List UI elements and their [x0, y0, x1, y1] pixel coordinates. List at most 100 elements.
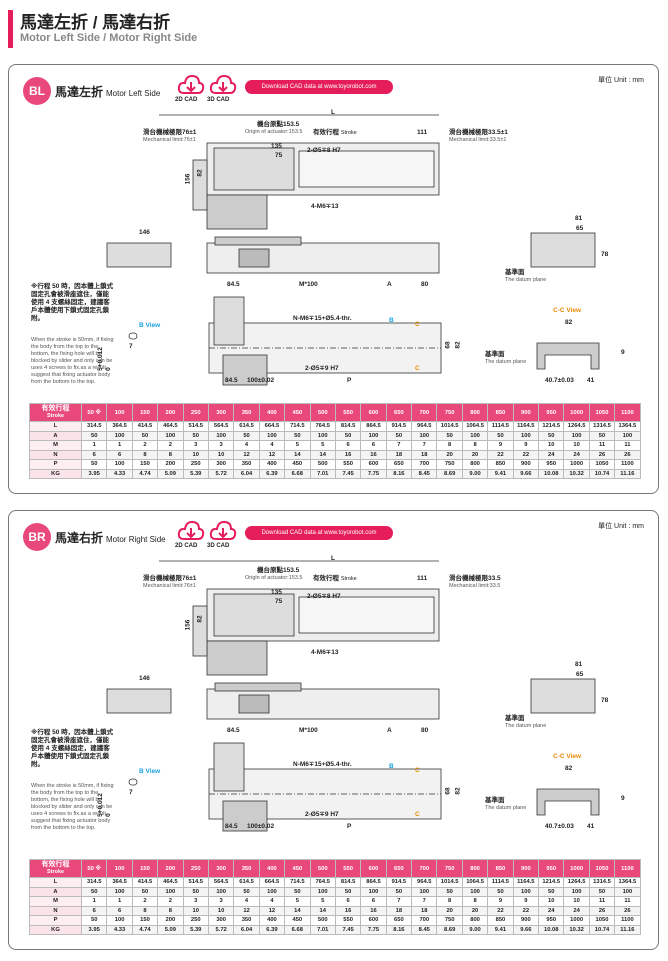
stroke-column-header: 150	[131, 859, 159, 878]
table-cell: 1050	[588, 915, 616, 926]
table-cell: 24	[538, 449, 565, 460]
table-cell: 100	[461, 430, 489, 441]
stroke-column-header: 850	[487, 403, 514, 422]
table-cell: 10.32	[563, 924, 590, 935]
table-cell: 20	[461, 905, 489, 916]
table-cell: 2	[131, 896, 159, 907]
stroke-header-en: Stroke	[46, 869, 65, 875]
section-C-mark-2: C	[415, 365, 420, 372]
table-cell: 20	[461, 449, 489, 460]
row-key: N	[29, 449, 82, 460]
left-limit-label-en: Mechanical limit:76±1	[143, 137, 196, 143]
row-key: A	[29, 430, 82, 441]
dim-80: 80	[421, 727, 429, 734]
tap-hole-label: 4-M6∓13	[311, 649, 339, 656]
left-limit-label-en: Mechanical limit:76±1	[143, 583, 196, 589]
table-cell: 2	[157, 440, 184, 451]
table-cell: 6	[360, 440, 387, 451]
table-cell: 1	[80, 896, 108, 907]
table-cell: 864.5	[360, 877, 387, 888]
right-limit-label-en: Mechanical limit:33.5±1	[449, 137, 507, 143]
table-cell: 9.41	[487, 924, 514, 935]
stroke-column-header: 400	[258, 403, 286, 422]
table-cell: 4	[233, 440, 260, 451]
model-badge: BR	[23, 523, 51, 551]
stroke-column-header: 900	[512, 403, 540, 422]
table-cell: 814.5	[334, 421, 362, 432]
cad-3d-download-icon[interactable]: 3D CAD	[207, 73, 237, 103]
stroke-column-header: 1050	[588, 403, 616, 422]
datum-label-en: The datum plane	[505, 277, 547, 283]
table-cell: 100	[360, 430, 387, 441]
table-cell: 20	[436, 449, 463, 460]
table-cell: 400	[258, 459, 286, 470]
table-cell: 7	[385, 440, 413, 451]
table-cell: 850	[487, 459, 514, 470]
dim-146: 146	[139, 675, 150, 682]
table-cell: 5.39	[182, 924, 209, 935]
table-cell: 10	[538, 896, 565, 907]
table-cell: 100	[360, 886, 387, 897]
table-cell: 100	[157, 430, 184, 441]
note-cn: ※行程 50 時，因本體上鎖式固定孔會被滑座遮住，僅能使用 4 支螺絲固定，建議…	[31, 729, 114, 768]
table-cell: 2	[131, 440, 159, 451]
table-cell: 10	[207, 449, 235, 460]
dim-40-7: 40.7±0.03	[545, 823, 574, 830]
stroke-header-en: Stroke	[46, 413, 65, 419]
stroke-column-header: 800	[461, 403, 489, 422]
datum-label-2-en: The datum plane	[485, 805, 527, 811]
table-cell: 414.5	[131, 877, 159, 888]
table-cell: 1214.5	[538, 877, 565, 888]
dimension-drawing	[106, 560, 600, 832]
tap-hole-label: 4-M6∓13	[311, 203, 339, 210]
cad-3d-download-icon[interactable]: 3D CAD	[207, 519, 237, 549]
table-cell: 18	[385, 905, 413, 916]
table-cell: 100	[207, 886, 235, 897]
table-cell: 16	[360, 449, 387, 460]
table-cell: 8	[436, 440, 463, 451]
table-cell: 50	[538, 886, 565, 897]
table-cell: 6	[106, 905, 133, 916]
dim-81: 81	[575, 661, 583, 668]
download-cad-link[interactable]: Download CAD data at www.toyorobot.com	[245, 80, 393, 94]
table-cell: 8.45	[411, 468, 438, 479]
table-cell: 50	[80, 459, 108, 470]
table-cell: 9.66	[512, 924, 540, 935]
table-cell: 564.5	[207, 421, 235, 432]
table-cell: 950	[538, 459, 565, 470]
table-cell: 464.5	[157, 421, 184, 432]
stroke-column-header: 50 ※	[80, 859, 108, 878]
table-cell: 464.5	[157, 877, 184, 888]
table-cell: 1164.5	[512, 421, 540, 432]
stroke-column-header: 250	[182, 859, 209, 878]
table-cell: 3.95	[80, 468, 108, 479]
section-C-mark-2: C	[415, 811, 420, 818]
stroke-column-header: 700	[411, 859, 438, 878]
table-cell: 1000	[563, 459, 590, 470]
stroke-column-header: 750	[436, 859, 463, 878]
datum-label-en: The datum plane	[505, 723, 547, 729]
table-cell: 764.5	[309, 877, 336, 888]
table-cell: 350	[233, 915, 260, 926]
stroke-column-header: 50 ※	[80, 403, 108, 422]
dim-78: 78	[601, 697, 609, 704]
table-cell: 7.75	[360, 468, 387, 479]
table-cell: 9.00	[461, 468, 489, 479]
cad-2d-download-icon[interactable]: 2D CAD	[175, 519, 205, 549]
table-cell: 750	[436, 915, 463, 926]
stroke-label: 有效行程 Stroke	[313, 575, 357, 582]
table-cell: 50	[588, 430, 616, 441]
table-cell: 6	[334, 896, 362, 907]
cad-2d-download-icon[interactable]: 2D CAD	[175, 73, 205, 103]
table-cell: 18	[411, 905, 438, 916]
table-cell: 864.5	[360, 421, 387, 432]
table-cell: 314.5	[80, 421, 108, 432]
table-cell: 150	[131, 915, 159, 926]
table-cell: 100	[411, 886, 438, 897]
table-cell: 10.74	[588, 924, 616, 935]
table-cell: 1050	[588, 459, 616, 470]
download-cad-link[interactable]: Download CAD data at www.toyorobot.com	[245, 526, 393, 540]
table-cell: 700	[411, 915, 438, 926]
table-cell: 314.5	[80, 877, 108, 888]
